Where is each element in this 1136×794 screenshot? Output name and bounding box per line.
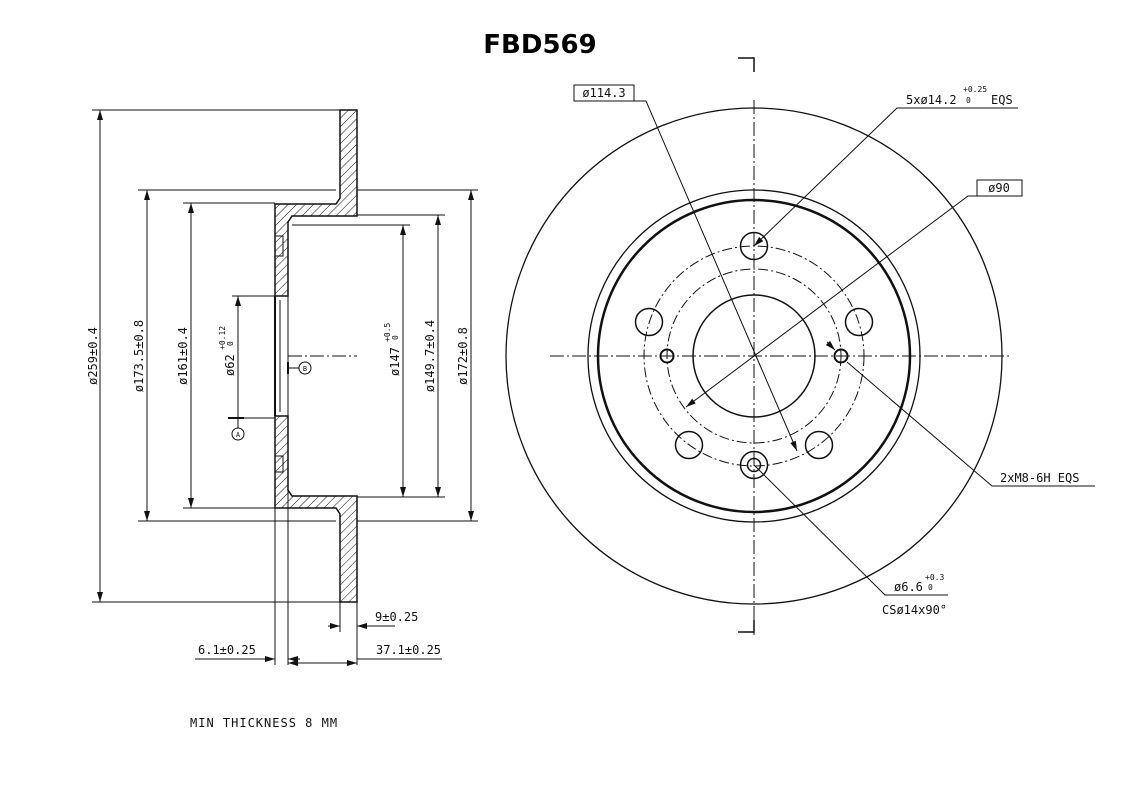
min-thickness-note: MIN THICKNESS 8 MM	[190, 716, 338, 730]
bore-label: ø90	[988, 181, 1010, 195]
small-hole-lower-tol: 0	[928, 583, 933, 592]
datum-a-label: A	[236, 431, 241, 439]
pcd-label: ø114.3	[582, 86, 625, 100]
bolt-hole-section	[274, 235, 284, 257]
dim-147-upper-tol: +0.5	[383, 323, 392, 342]
bolt-hole-section	[274, 455, 284, 473]
lug-hole	[634, 307, 664, 337]
small-hole-label: ø6.6	[894, 580, 923, 594]
lug-holes-suffix: EQS	[991, 93, 1013, 107]
section-top	[274, 109, 358, 297]
lug-holes	[634, 231, 874, 460]
side-section-view: ø259±0.4 ø173.5±0.8 ø161±0.4 ø62 +0.12 0…	[86, 109, 478, 666]
lug-hole	[844, 307, 874, 337]
bore-label-box	[976, 179, 1023, 197]
section-bottom	[274, 415, 358, 603]
datum-a-marker	[231, 427, 245, 441]
dim-147-lower-tol: 0	[391, 335, 400, 340]
lug-hole	[804, 430, 834, 460]
dim-62: ø62	[223, 354, 237, 376]
countersink-label: CSø14x90°	[882, 603, 947, 617]
lug-holes-upper-tol: +0.25	[963, 85, 987, 94]
dim-62-upper-tol: +0.12	[218, 326, 227, 350]
dim-161: ø161±0.4	[176, 327, 190, 385]
dim-hub-thickness: 6.1±0.25	[198, 643, 256, 657]
pcd-label-box	[573, 84, 635, 102]
thread-hole	[659, 348, 675, 364]
dim-172: ø172±0.8	[456, 327, 470, 385]
dim-147: ø147	[388, 347, 402, 376]
dim-thickness: 9±0.25	[375, 610, 418, 624]
lug-holes-lower-tol: 0	[966, 96, 971, 105]
part-number-title: FBD569	[483, 30, 596, 60]
lug-hole	[739, 231, 769, 261]
dim-62-lower-tol: 0	[226, 341, 235, 346]
datum-b-marker	[298, 361, 312, 375]
dim-outer-diameter: ø259±0.4	[86, 327, 100, 385]
small-hole-upper-tol: +0.3	[925, 573, 944, 582]
dim-149: ø149.7±0.4	[423, 320, 437, 392]
dim-height: 37.1±0.25	[376, 643, 441, 657]
lug-holes-label: 5xø14.2	[906, 93, 957, 107]
thread-holes-label: 2xM8-6H EQS	[1000, 471, 1079, 485]
thread-hole	[833, 348, 849, 364]
countersunk-hole	[739, 450, 769, 480]
datum-b-label: B	[303, 365, 307, 373]
front-view: ø114.3 5xø14.2 +0.25 0 EQS ø90 2xM8-6H E…	[505, 57, 1095, 635]
lug-hole	[674, 430, 704, 460]
dim-173: ø173.5±0.8	[132, 320, 146, 392]
